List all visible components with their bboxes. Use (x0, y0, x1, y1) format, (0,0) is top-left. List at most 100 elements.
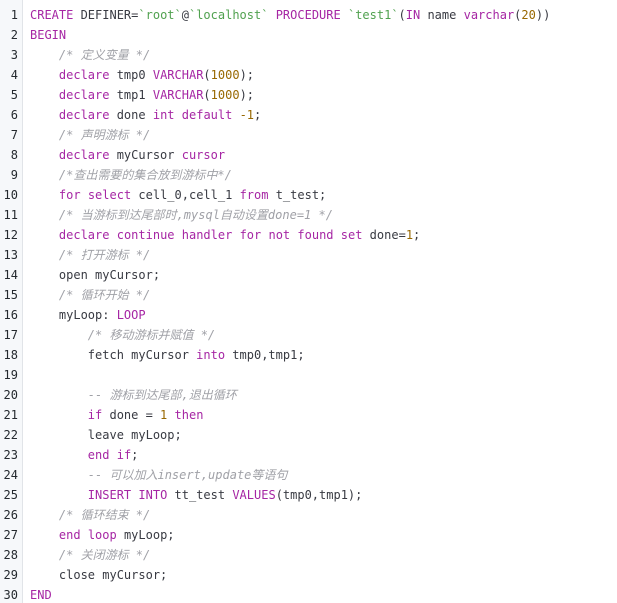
code-token: not (268, 228, 291, 242)
code-text: open myCursor; (30, 265, 617, 285)
code-token: tt_test (167, 488, 233, 502)
code-token: )) (535, 8, 551, 22)
code-line: 7 /* 声明游标 */ (0, 125, 617, 145)
code-token: done (109, 108, 153, 122)
code-token: tmp0 (109, 68, 153, 82)
line-number: 23 (3, 448, 18, 462)
code-token: END (30, 588, 52, 602)
code-text: declare done int default -1; (30, 105, 617, 125)
code-token: then (174, 408, 204, 422)
code-text: declare tmp0 VARCHAR(1000); (30, 65, 617, 85)
code-token: `root` (138, 8, 182, 22)
code-token: 1 (405, 228, 414, 242)
code-token: 1000 (210, 68, 240, 82)
code-line: 23 end if; (0, 445, 617, 465)
code-token (30, 48, 59, 62)
code-token: set (340, 228, 363, 242)
code-line: 21 if done = 1 then (0, 405, 617, 425)
code-token: for (58, 188, 81, 202)
code-text: /* 关闭游标 */ (30, 545, 617, 565)
code-token: for (239, 228, 262, 242)
code-text: close myCursor; (30, 565, 617, 585)
line-number: 18 (3, 348, 18, 362)
code-token: VARCHAR (152, 68, 204, 82)
line-number: 13 (3, 248, 18, 262)
code-text: /* 定义变量 */ (30, 45, 617, 65)
code-text: declare myCursor cursor (30, 145, 617, 165)
code-token: 1000 (210, 88, 240, 102)
code-token: /* 关闭游标 */ (58, 548, 151, 562)
code-line: 22 leave myLoop; (0, 425, 617, 445)
code-line: 18 fetch myCursor into tmp0,tmp1; (0, 345, 617, 365)
code-text: /* 当游标到达尾部时,mysql自动设置done=1 */ (30, 205, 617, 225)
code-token: ; (131, 448, 139, 462)
code-token (30, 528, 59, 542)
code-line: 28 /* 关闭游标 */ (0, 545, 617, 565)
code-token: ( (203, 88, 211, 102)
code-token: close myCursor; (30, 568, 168, 582)
code-token (30, 168, 59, 182)
code-token: (tmp0,tmp1); (275, 488, 363, 502)
code-token: tmp1 (109, 88, 153, 102)
code-token (175, 108, 182, 122)
code-token (30, 148, 59, 162)
code-line: 20 -- 游标到达尾部,退出循环 (0, 385, 617, 405)
code-line: 9 /*查出需要的集合放到游标中*/ (0, 165, 617, 185)
code-token (30, 188, 59, 202)
code-token: name (420, 8, 464, 22)
code-token: ); (239, 88, 255, 102)
code-token: t_test; (268, 188, 327, 202)
code-text: for select cell_0,cell_1 from t_test; (30, 185, 617, 205)
code-token: varchar (463, 8, 515, 22)
code-token: -- 游标到达尾部,退出循环 (87, 388, 237, 402)
code-text: end loop myLoop; (30, 525, 617, 545)
code-token: ; (254, 108, 262, 122)
code-line: 13 /* 打开游标 */ (0, 245, 617, 265)
code-token: VALUES (232, 488, 276, 502)
code-line: 15 /* 循环开始 */ (0, 285, 617, 305)
code-token: loop (87, 528, 117, 542)
code-token: @ (181, 8, 189, 22)
code-text: /* 移动游标并赋值 */ (30, 325, 617, 345)
line-number: 1 (10, 8, 18, 22)
line-number: 10 (3, 188, 18, 202)
code-token: VARCHAR (152, 88, 204, 102)
code-text: -- 可以加入insert,update等语句 (30, 465, 617, 485)
code-token: declare (58, 68, 110, 82)
code-token: declare (58, 108, 110, 122)
code-token: if (116, 448, 132, 462)
code-token: myCursor (109, 148, 182, 162)
line-number: 2 (10, 28, 18, 42)
code-token: default (181, 108, 233, 122)
code-text: end if; (30, 445, 617, 465)
line-number: 9 (10, 168, 18, 182)
line-number: 28 (3, 548, 18, 562)
code-token (81, 528, 88, 542)
code-line: 10 for select cell_0,cell_1 from t_test; (0, 185, 617, 205)
code-token: PROCEDURE (275, 8, 341, 22)
line-number: 6 (10, 108, 18, 122)
code-line: 1 CREATE DEFINER=`root`@`localhost` PROCE… (0, 5, 617, 25)
code-token: LOOP (116, 308, 146, 322)
code-text: CREATE DEFINER=`root`@`localhost` PROCED… (30, 5, 617, 25)
code-token: /* 定义变量 */ (58, 48, 151, 62)
code-token (30, 288, 59, 302)
code-token: ( (398, 8, 406, 22)
code-token (109, 448, 116, 462)
code-token (30, 408, 88, 422)
code-token: end (87, 448, 110, 462)
code-token: declare (58, 228, 110, 242)
code-text: /* 声明游标 */ (30, 125, 617, 145)
code-line: 4 declare tmp0 VARCHAR(1000); (0, 65, 617, 85)
code-token: end (58, 528, 81, 542)
code-token (232, 108, 239, 122)
code-token (30, 128, 59, 142)
code-token: declare (58, 88, 110, 102)
code-token: INSERT (87, 488, 132, 502)
code-token: ; (413, 228, 421, 242)
code-line: 27 end loop myLoop; (0, 525, 617, 545)
line-number: 21 (3, 408, 18, 422)
code-token (30, 388, 88, 402)
code-text: INSERT INTO tt_test VALUES(tmp0,tmp1); (30, 485, 617, 505)
code-token (334, 228, 341, 242)
